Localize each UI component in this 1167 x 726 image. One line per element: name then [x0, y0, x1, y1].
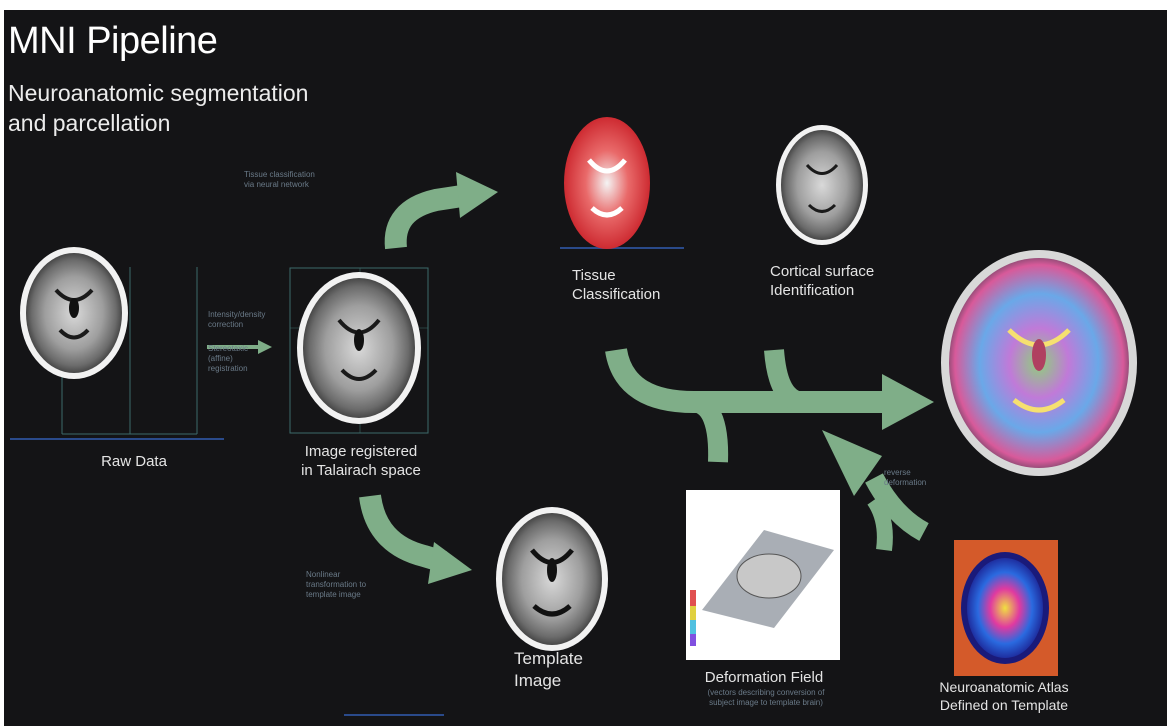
reverse-note: reverse deformation — [884, 468, 974, 488]
registered-brain-image — [297, 272, 421, 424]
nonlin-note-line-3: template image — [306, 590, 416, 600]
labeled-brain-image — [941, 250, 1137, 476]
template-label-line-1: Template — [514, 648, 624, 670]
subtitle-line-1: Neuroanatomic segmentation — [8, 78, 428, 108]
deformation-note: (vectors describing conversion of subjec… — [666, 688, 866, 708]
tissue-label: Tissue Classification — [572, 266, 702, 304]
slide: MNI Pipeline Neuroanatomic segmentation … — [4, 10, 1167, 726]
atlas-label: Neuroanatomic Atlas Defined on Template — [904, 678, 1104, 714]
deformation-note-line-1: (vectors describing conversion of — [666, 688, 866, 698]
reg-note-line-5: registration — [208, 364, 288, 374]
reverse-note-line-2: deformation — [884, 478, 974, 488]
atlas-label-line-1: Neuroanatomic Atlas — [904, 678, 1104, 696]
registered-label: Image registered in Talairach space — [276, 442, 446, 480]
cortical-label-line-2: Identification — [770, 281, 920, 300]
registered-panel — [290, 268, 428, 433]
tissue-classification-image — [560, 117, 684, 249]
arrow-to-tissue — [396, 172, 498, 248]
reg-note-line-3: Stereotaxic — [208, 344, 288, 354]
raw-brain-image — [20, 247, 128, 379]
reg-note-line-4: (affine) — [208, 354, 288, 364]
cortical-label-line-1: Cortical surface — [770, 262, 920, 281]
nonlinear-note: Nonlinear transformation to template ima… — [306, 570, 416, 600]
raw-data-label: Raw Data — [64, 452, 204, 471]
tissue-label-line-2: Classification — [572, 285, 702, 304]
slide-title: MNI Pipeline — [8, 20, 217, 63]
atlas-image — [954, 540, 1058, 676]
deformation-field-image — [686, 490, 840, 660]
nonlin-note-line-2: transformation to — [306, 580, 416, 590]
slide-subtitle: Neuroanatomic segmentation and parcellat… — [8, 78, 428, 138]
registered-label-line-2: in Talairach space — [276, 461, 446, 480]
nonlin-note-line-1: Nonlinear — [306, 570, 416, 580]
registered-label-line-1: Image registered — [276, 442, 446, 461]
cortical-label: Cortical surface Identification — [770, 262, 920, 300]
deformation-note-line-2: subject image to template brain) — [666, 698, 866, 708]
template-label-line-2: Image — [514, 670, 624, 692]
tissue-note-line-1: Tissue classification — [244, 170, 374, 180]
template-label: Template Image — [514, 648, 624, 692]
cortical-surface-image — [776, 125, 868, 245]
registration-note: Intensity/density correction Stereotaxic… — [208, 310, 288, 374]
tissue-label-line-1: Tissue — [572, 266, 702, 285]
reg-note-line-2: correction — [208, 320, 288, 330]
raw-data-panel — [10, 247, 224, 439]
reverse-note-line-1: reverse — [884, 468, 974, 478]
tissue-note-line-2: via neural network — [244, 180, 374, 190]
reg-note-line-1: Intensity/density — [208, 310, 288, 320]
deformation-label: Deformation Field — [674, 668, 854, 687]
arrow-merge-to-labeled — [616, 350, 934, 462]
atlas-label-line-2: Defined on Template — [904, 696, 1104, 714]
tissue-note: Tissue classification via neural network — [244, 170, 374, 190]
subtitle-line-2: and parcellation — [8, 108, 428, 138]
